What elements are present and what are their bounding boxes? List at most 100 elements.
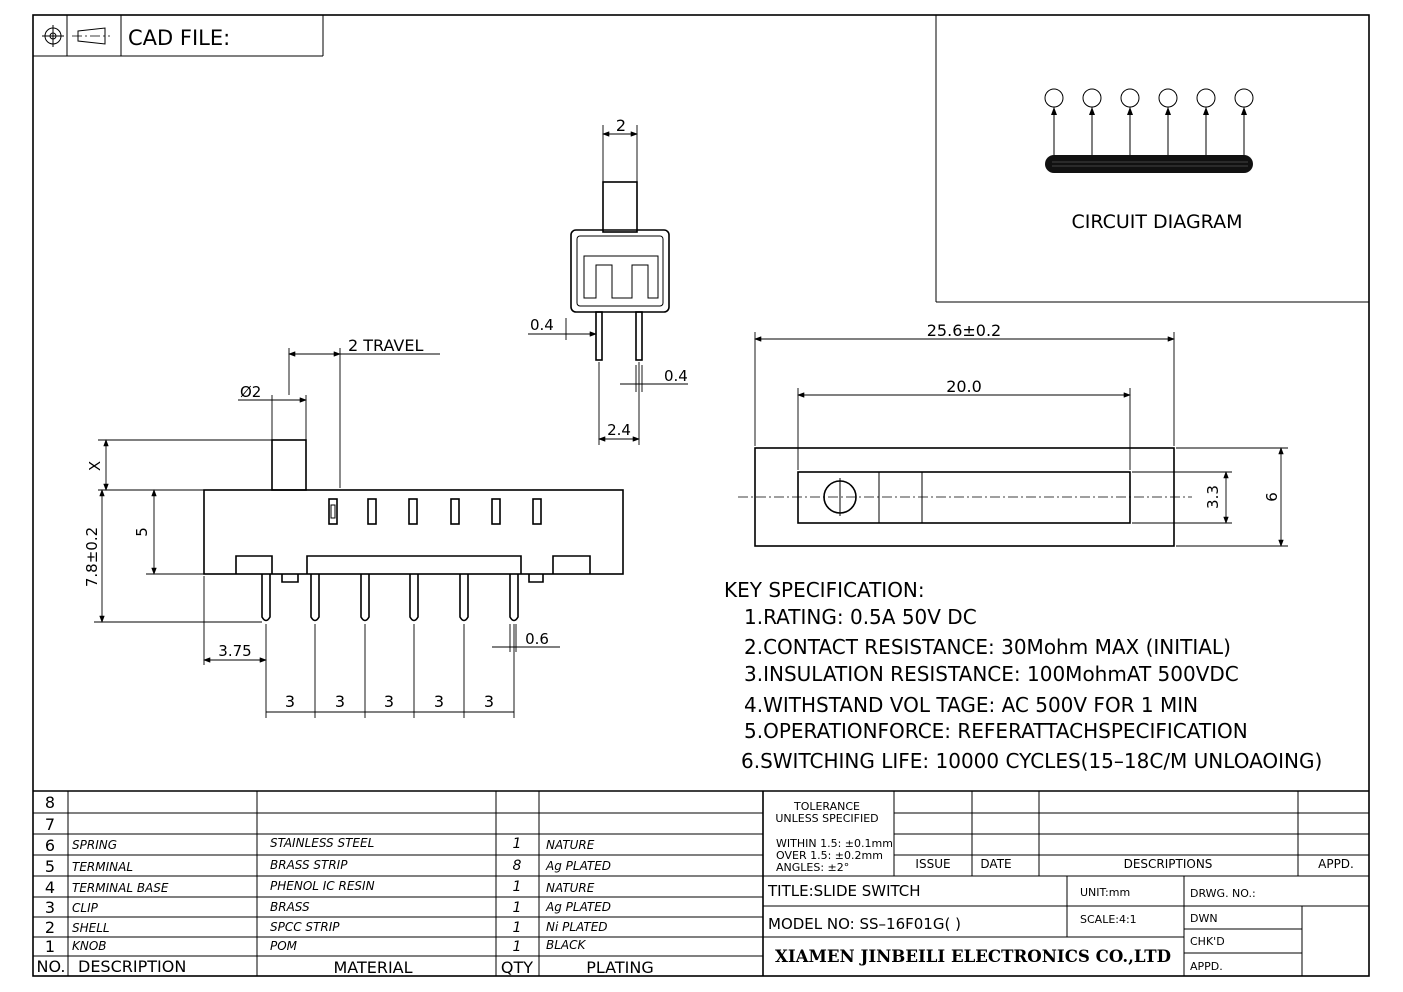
row-material: BRASS	[270, 900, 310, 914]
table-row: 3 CLIP BRASS 1 Ag PLATED	[45, 898, 611, 917]
row-no: 1	[45, 937, 55, 956]
dim-total-height: 7.8±0.2	[83, 527, 101, 587]
spec-item: 1.RATING: 0.5A 50V DC	[744, 605, 977, 629]
tolerance-heading: TOLERANCE	[793, 800, 860, 813]
dim-overall-length: 25.6±0.2	[927, 321, 1001, 340]
circuit-diagram-box: CIRCUIT DIAGRAM	[935, 15, 1369, 303]
dim-pin-gap-thickness: 0.4	[664, 367, 688, 385]
table-row: 8	[45, 793, 55, 812]
circuit-terminal	[1234, 88, 1254, 155]
dim-pitch-1: 3	[285, 692, 295, 711]
tolerance-subheading: UNLESS SPECIFIED	[775, 812, 878, 825]
row-description: KNOB	[72, 939, 107, 953]
terminal-pin	[459, 574, 469, 622]
dim-travel: 2 TRAVEL	[348, 336, 423, 355]
circuit-terminal	[1158, 88, 1178, 155]
spec-item: 2.CONTACT RESISTANCE: 30Mohm MAX (INITIA…	[744, 635, 1231, 659]
row-no: 2	[45, 918, 55, 937]
circuit-terminal	[1082, 88, 1102, 155]
dim-pin-thickness: 0.4	[530, 316, 554, 334]
descriptions-label: DESCRIPTIONS	[1124, 857, 1213, 871]
spec-item: 6.SWITCHING LIFE: 10000 CYCLES(15–18C/M …	[741, 749, 1322, 773]
row-material: POM	[270, 939, 298, 953]
table-row: 1 KNOB POM 1 BLACK	[45, 937, 587, 956]
row-material: BRASS STRIP	[270, 858, 348, 872]
dim-pitch-5: 3	[484, 692, 494, 711]
row-description: TERMINAL BASE	[72, 881, 169, 895]
row-description: CLIP	[72, 901, 99, 915]
top-view: 25.6±0.2 20.0 3.3 6	[738, 321, 1288, 547]
issue-label: ISSUE	[915, 857, 950, 871]
dim-height-x: X	[86, 461, 104, 471]
row-no: 6	[45, 836, 55, 855]
terminal-pin	[509, 574, 519, 622]
drawn-by-label: DWN	[1190, 912, 1218, 925]
table-row: 6 SPRING STAINLESS STEEL 1 NATURE	[45, 836, 595, 855]
circuit-diagram-label: CIRCUIT DIAGRAM	[1072, 211, 1243, 233]
row-plating: NATURE	[546, 838, 595, 852]
row-plating: Ag PLATED	[545, 859, 611, 873]
appd-column-label: APPD.	[1318, 857, 1354, 871]
row-description: SHELL	[72, 921, 110, 935]
row-no: 7	[45, 815, 55, 834]
circuit-terminal	[1044, 88, 1064, 155]
cad-header: CAD FILE:	[33, 15, 324, 57]
dim-pitch-2: 3	[335, 692, 345, 711]
row-plating: Ag PLATED	[545, 900, 611, 914]
projection-symbol-icon	[42, 25, 110, 47]
tolerance-over: OVER 1.5: ±0.2mm	[776, 849, 883, 862]
sheet-border	[32, 14, 1370, 977]
dim-pitch-3: 3	[384, 692, 394, 711]
dim-first-pin: 3.75	[218, 642, 251, 660]
row-qty: 1	[513, 900, 522, 916]
company-name: XIAMEN JINBEILI ELECTRONICS CO.,LTD	[775, 947, 1171, 967]
cad-file-label: CAD FILE:	[128, 26, 230, 50]
row-plating: NATURE	[546, 881, 595, 895]
tolerance-within: WITHIN 1.5: ±0.1mm	[776, 837, 893, 850]
header-plating: PLATING	[586, 958, 654, 977]
row-description: TERMINAL	[72, 860, 133, 874]
date-label: DATE	[980, 857, 1011, 871]
drawing-title: TITLE:SLIDE SWITCH	[767, 882, 921, 900]
row-no: 3	[45, 898, 55, 917]
header-material: MATERIAL	[333, 958, 412, 977]
circuit-terminal	[1120, 88, 1140, 155]
row-material: PHENOL IC RESIN	[270, 879, 375, 893]
row-description: SPRING	[72, 838, 117, 852]
scale-label: SCALE:4:1	[1080, 913, 1137, 926]
dim-slot-length: 20.0	[946, 377, 982, 396]
terminal-pin	[360, 574, 370, 622]
row-material: STAINLESS STEEL	[270, 836, 374, 850]
row-no: 5	[45, 857, 55, 876]
tolerance-angles: ANGLES: ±2°	[776, 861, 849, 874]
row-no: 8	[45, 793, 55, 812]
dim-top-width: 2	[616, 116, 626, 135]
table-row: 2 SHELL SPCC STRIP 1 Ni PLATED	[45, 918, 608, 937]
row-no: 4	[45, 878, 55, 897]
row-qty: 8	[513, 858, 522, 874]
table-row: 4 TERMINAL BASE PHENOL IC RESIN 1 NATURE	[45, 878, 595, 897]
model-number: MODEL NO: SS–16F01G( )	[768, 915, 961, 933]
header-description: DESCRIPTION	[78, 957, 186, 976]
dim-body-height: 5	[133, 527, 151, 537]
spec-item: 5.OPERATIONFORCE: REFERATTACHSPECIFICATI…	[744, 719, 1248, 743]
table-row: 7	[45, 815, 55, 834]
circuit-terminals	[1044, 88, 1254, 155]
spec-item: 3.INSULATION RESISTANCE: 100MohmAT 500VD…	[744, 662, 1239, 686]
table-header-row: NO. DESCRIPTION MATERIAL QTY PLATING	[37, 957, 654, 977]
front-view: Ø2 2 TRAVEL X 5 7.8±0.2 3.75 0.6	[83, 336, 624, 718]
dim-pin-offset: 2.4	[607, 421, 631, 439]
dim-pitch-4: 3	[434, 692, 444, 711]
circuit-slider-bar	[1045, 155, 1253, 173]
row-qty: 1	[513, 836, 522, 852]
row-qty: 1	[513, 879, 522, 895]
dim-knob-diameter: Ø2	[240, 383, 261, 401]
key-specification: KEY SPECIFICATION: 1.RATING: 0.5A 50V DC…	[724, 578, 1322, 773]
row-material: SPCC STRIP	[270, 920, 340, 934]
row-qty: 1	[513, 939, 522, 955]
row-qty: 1	[513, 920, 522, 936]
circuit-terminal	[1196, 88, 1216, 155]
header-no: NO.	[37, 957, 66, 976]
unit-label: UNIT:mm	[1080, 886, 1130, 899]
row-plating: BLACK	[546, 938, 587, 952]
